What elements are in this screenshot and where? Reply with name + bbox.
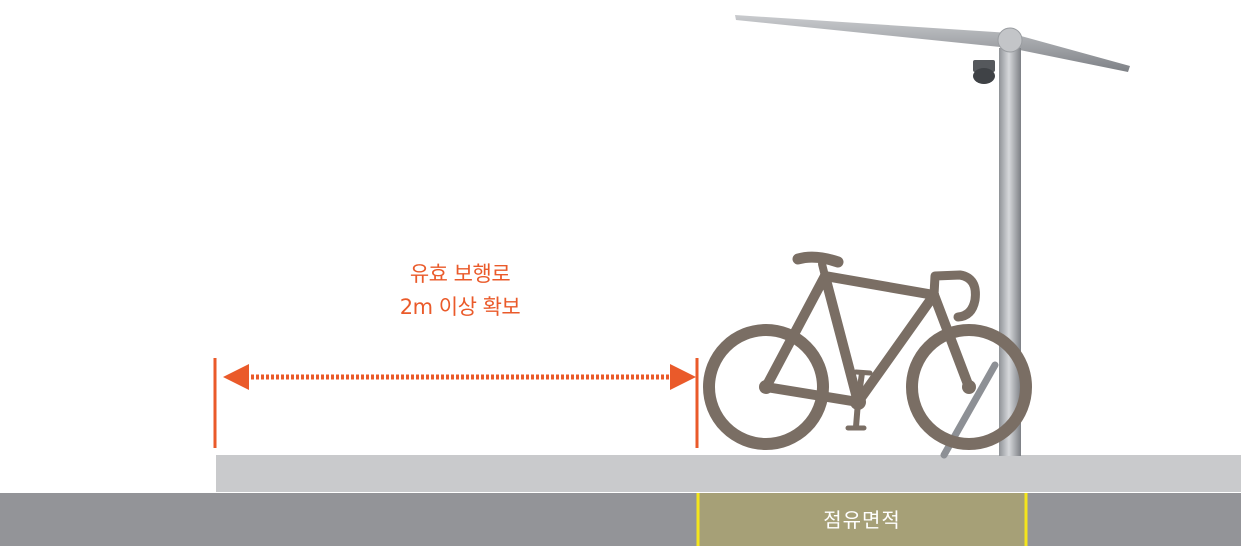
occupied-area-label: 점유면적 xyxy=(823,508,901,532)
walkway-caption: 유효 보행로 2m 이상 확보 xyxy=(330,258,590,324)
walkway-caption-line1: 유효 보행로 xyxy=(409,262,511,286)
camera-mount xyxy=(973,60,995,72)
occupied-area xyxy=(697,493,1027,546)
lamp-pole-joint xyxy=(997,27,1023,53)
walkway-caption-line2: 2m 이상 확보 xyxy=(399,295,521,319)
lamp-pole xyxy=(999,48,1021,456)
camera-icon xyxy=(973,68,995,84)
bicycle-rear-hub xyxy=(759,380,773,394)
bicycle-crank xyxy=(850,394,866,410)
arrow-right-head-icon xyxy=(670,364,696,390)
sidewalk-slab xyxy=(216,455,1241,492)
road-band xyxy=(0,493,1241,546)
lamp-arm xyxy=(735,15,1130,72)
bicycle-front-hub xyxy=(962,380,976,394)
arrow-left-head-icon xyxy=(223,364,249,390)
bicycle-icon xyxy=(703,251,1032,450)
